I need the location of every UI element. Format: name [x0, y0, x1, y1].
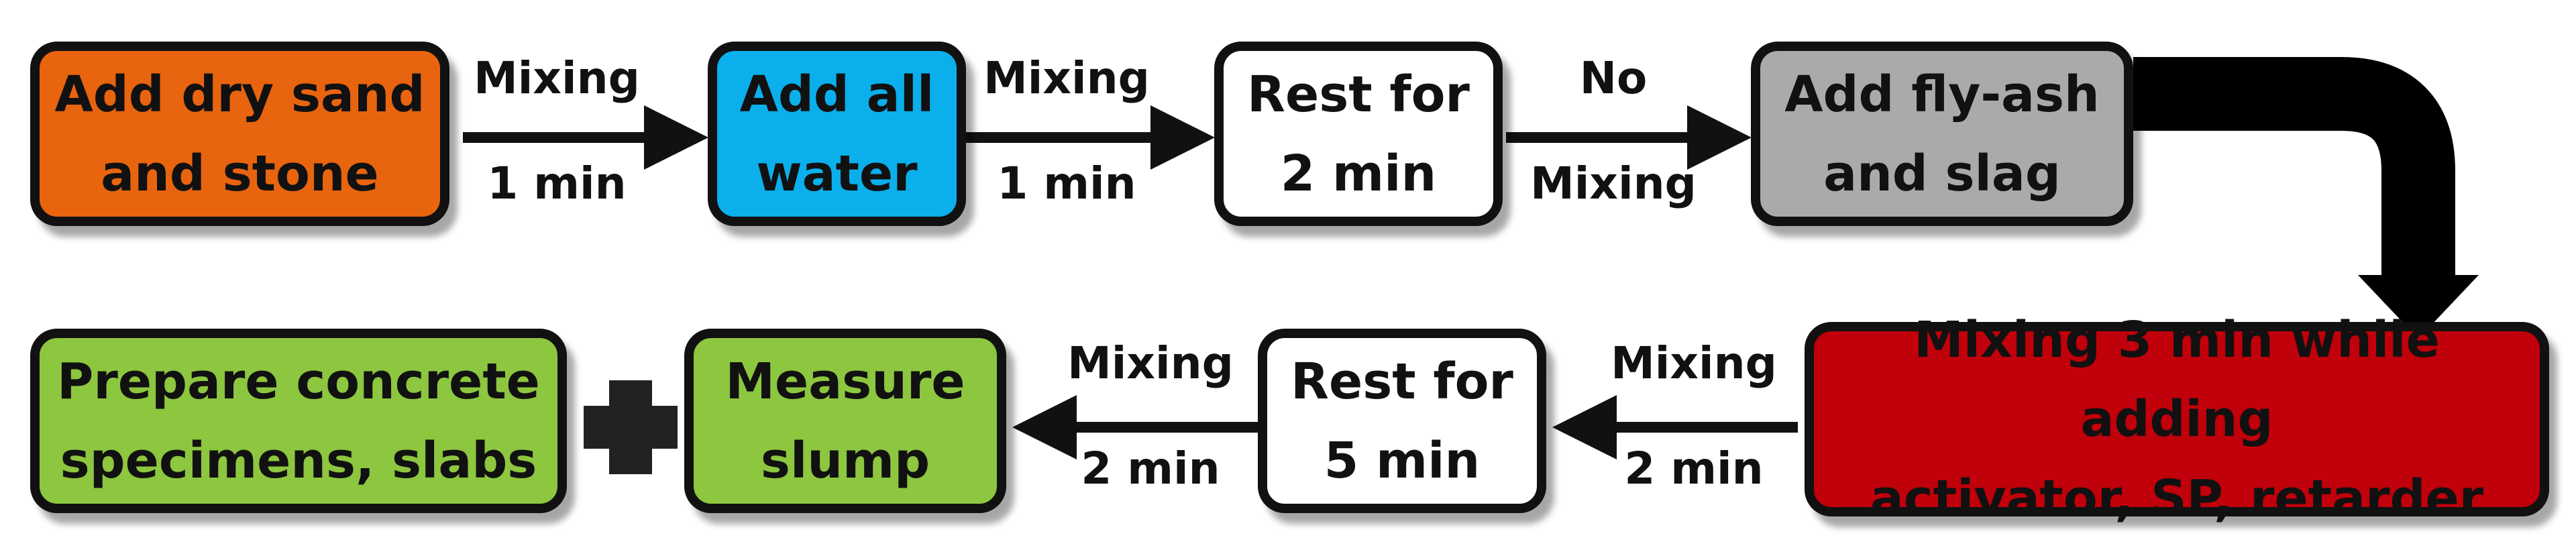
step-label: Mixing 3 min while adding activator, SP,…: [1870, 311, 2484, 527]
step-add-fly-ash-and-slag: Add fly-ash and slag: [1751, 42, 2133, 226]
plus-icon: [584, 380, 678, 474]
step-label: Measure slump: [725, 352, 965, 490]
step-prepare-concrete-specimens: Prepare concrete specimens, slabs: [30, 329, 567, 513]
step-add-dry-sand-and-stone: Add dry sand and stone: [30, 42, 449, 226]
transition-3-bottom-label: Mixing: [1530, 158, 1697, 209]
step-add-all-water: Add all water: [708, 42, 966, 226]
step-rest-5-min: Rest for 5 min: [1258, 329, 1546, 513]
transition-1-bottom-label: 1 min: [487, 158, 627, 209]
transition-6-top-label: Mixing: [1067, 337, 1234, 389]
transition-5-bottom-label: 2 min: [1624, 443, 1764, 494]
step-measure-slump: Measure slump: [684, 329, 1006, 513]
curved-arrow-icon: [2133, 57, 2479, 339]
transition-6-bottom-label: 2 min: [1081, 443, 1220, 494]
transition-3-top-label: No: [1579, 52, 1648, 104]
transition-2-bottom-label: 1 min: [997, 158, 1136, 209]
step-mixing-3-min: Mixing 3 min while adding activator, SP,…: [1805, 311, 2549, 527]
step-rest-2-min: Rest for 2 min: [1214, 42, 1503, 226]
step-label: Add fly-ash and slag: [1784, 65, 2100, 203]
transition-1-top-label: Mixing: [474, 52, 640, 104]
step-label: Rest for 5 min: [1291, 352, 1513, 490]
step-label: Rest for 2 min: [1247, 65, 1470, 203]
step-label: Add dry sand and stone: [54, 65, 425, 203]
transition-5-top-label: Mixing: [1611, 337, 1777, 389]
transition-2-top-label: Mixing: [983, 52, 1150, 104]
step-label: Add all water: [739, 65, 934, 203]
step-label: Prepare concrete specimens, slabs: [57, 352, 540, 490]
